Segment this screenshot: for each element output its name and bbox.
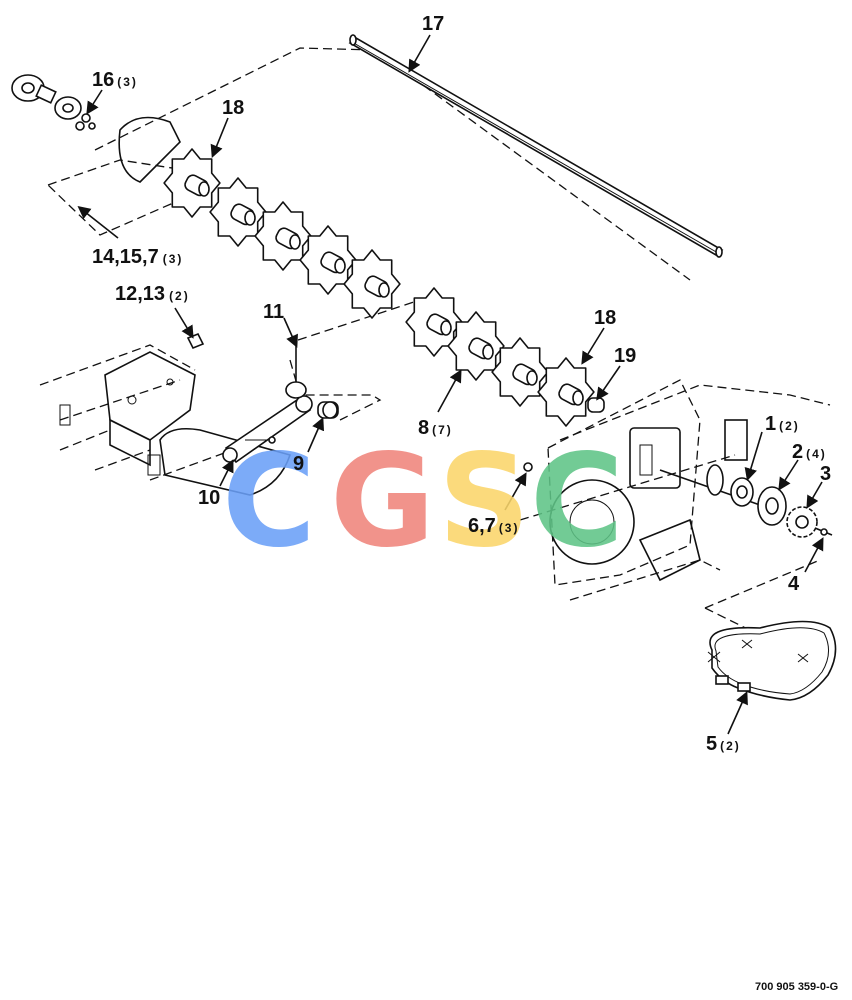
- callout-6-7: 6,7(3): [468, 515, 519, 537]
- leader-arrows: [77, 34, 824, 735]
- callout-19: 19: [614, 345, 636, 367]
- callout-3: 3: [820, 463, 831, 485]
- bushing-part-9: [317, 401, 339, 419]
- callout-18-right: 18: [594, 307, 616, 329]
- callout-18-top: 18: [222, 97, 244, 119]
- sprocket-bore: [334, 258, 346, 274]
- chain-loop-part-5: [707, 620, 837, 701]
- sprocket-bore: [289, 234, 301, 250]
- callout-1: 1(2): [765, 413, 800, 435]
- sprocket-bore: [378, 282, 390, 298]
- callout-17: 17: [422, 13, 444, 35]
- flange-part-2: [757, 486, 787, 526]
- left-frame-bracket: [59, 332, 292, 496]
- callout-10: 10: [198, 487, 220, 509]
- sprocket-bore: [482, 344, 494, 360]
- callout-14-15-7: 14,15,7(3): [92, 246, 183, 268]
- sprocket-bore: [440, 320, 452, 336]
- sprocket-bore: [526, 370, 538, 386]
- callout-11: 11: [263, 301, 284, 323]
- bearing-part-1: [730, 477, 754, 507]
- watermark-letter: C: [530, 427, 624, 576]
- watermark-letter: C: [222, 427, 316, 576]
- bolt-part-6: [523, 462, 533, 472]
- callout-5: 5(2): [706, 733, 741, 755]
- sprocket-row-part-18: [163, 148, 605, 427]
- callout-labels: 17 16(3) 18 14,15,7(3) 12,13(2) 11 18 19…: [92, 13, 831, 755]
- callout-9: 9: [293, 453, 304, 475]
- small-sprocket-part-3: [786, 506, 818, 538]
- pivot-part-11: [285, 340, 307, 399]
- lever-arm-part-10: [222, 395, 313, 464]
- bearing-assembly-part-16: [11, 74, 181, 183]
- callout-2: 2(4): [792, 441, 827, 463]
- sprocket-bore: [198, 181, 210, 197]
- bushing-part-19: [587, 397, 605, 413]
- sprocket-bore: [572, 390, 584, 406]
- callout-16: 16(3): [92, 69, 138, 91]
- callout-12-13: 12,13(2): [115, 283, 190, 305]
- callout-4: 4: [788, 573, 800, 595]
- watermark-letter: G: [330, 427, 435, 576]
- figure-id: 700 905 359-0-G: [755, 981, 838, 993]
- watermark-logo: C G S C: [222, 427, 624, 576]
- bolt-part-4: [814, 527, 833, 536]
- shaft-part-17: [348, 34, 724, 258]
- watermark-letter: S: [438, 427, 530, 576]
- callout-8: 8(7): [418, 417, 453, 439]
- sprocket-bore: [244, 210, 256, 226]
